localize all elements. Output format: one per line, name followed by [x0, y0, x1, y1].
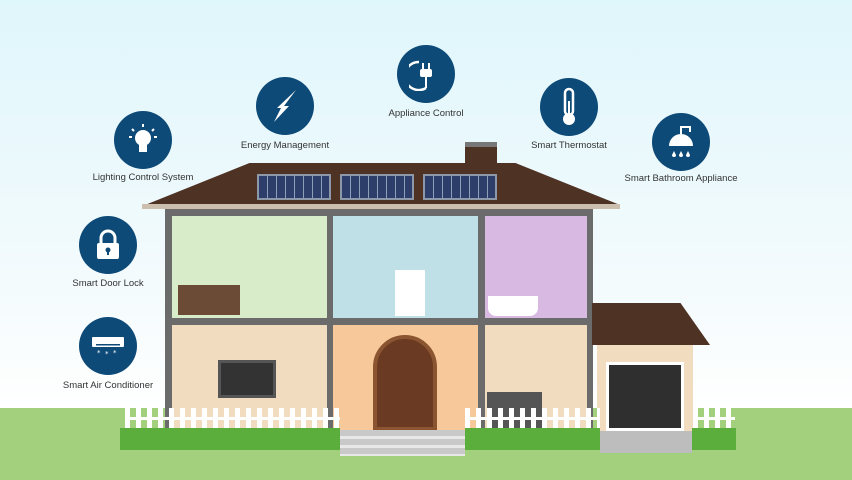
solar-panel	[423, 174, 497, 200]
feature-label: Lighting Control System	[92, 172, 194, 183]
feature-label: Smart Thermostat	[531, 140, 607, 151]
fence	[125, 408, 340, 428]
hedge	[692, 428, 736, 450]
roof-edge	[142, 204, 620, 209]
driveway	[600, 431, 692, 453]
feature-label: Smart Bathroom Appliance	[624, 173, 738, 184]
feature-label: Smart Air Conditioner	[62, 380, 154, 391]
thermometer-icon	[540, 78, 598, 136]
solar-panel	[340, 174, 414, 200]
fridge	[395, 270, 425, 316]
svg-text:*: *	[97, 349, 101, 357]
hedge	[465, 428, 600, 450]
fence	[465, 408, 600, 428]
svg-text:*: *	[105, 350, 109, 358]
shower-icon	[652, 113, 710, 171]
svg-text:*: *	[113, 349, 117, 357]
fence	[693, 408, 735, 428]
garage-roof	[592, 303, 710, 345]
front-door[interactable]	[373, 335, 437, 431]
plug-icon	[397, 45, 455, 103]
lightning-icon	[256, 77, 314, 135]
solar-panel	[257, 174, 331, 200]
tv	[218, 360, 276, 398]
air-conditioner-icon: * * *	[79, 317, 137, 375]
bed	[178, 285, 240, 315]
feature-label: Appliance Control	[388, 108, 464, 119]
feature-label: Energy Management	[240, 140, 330, 151]
lock-icon	[79, 216, 137, 274]
hedge	[120, 428, 340, 450]
garage-door[interactable]	[606, 362, 684, 431]
bathtub	[488, 296, 538, 316]
feature-label: Smart Door Lock	[72, 278, 144, 289]
lightbulb-icon	[114, 111, 172, 169]
stairs	[340, 430, 465, 456]
